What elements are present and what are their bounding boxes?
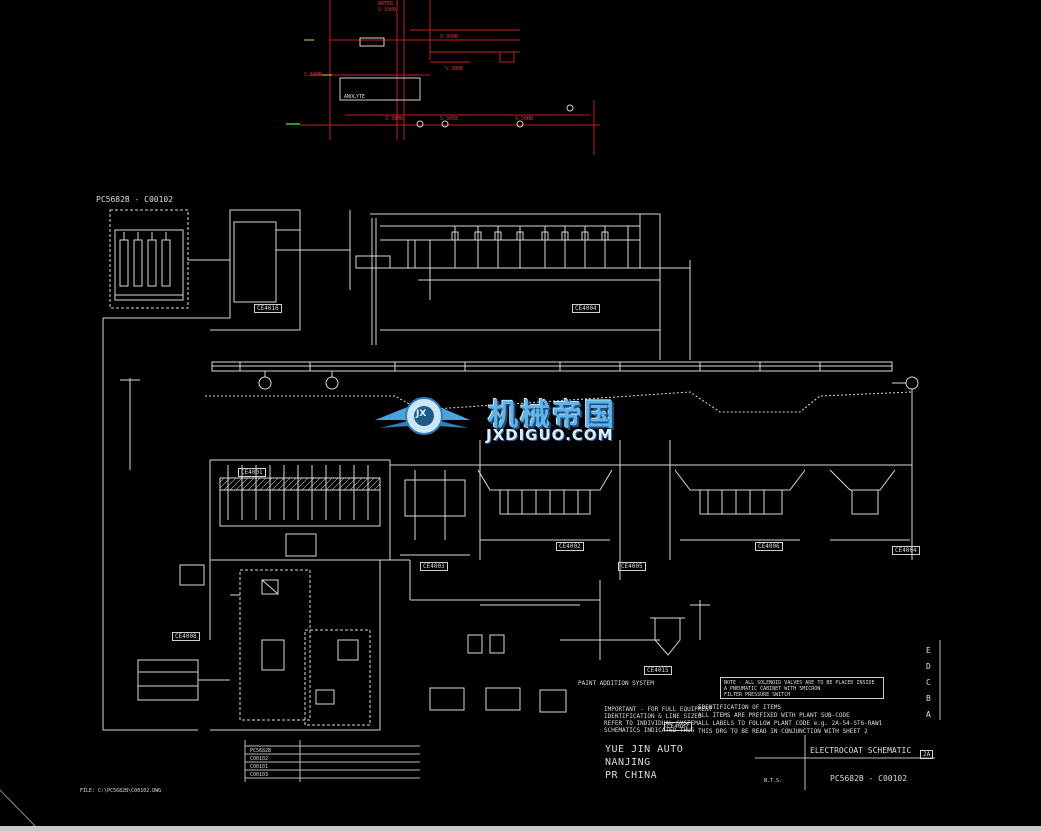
rev-letter: A — [926, 710, 931, 719]
scale-label: N.T.S. — [764, 778, 783, 784]
zone-label: CE4004 — [892, 546, 920, 555]
drawing-number-bottom: PC5682B - C00102 — [830, 774, 908, 783]
zone-label: CE4001 — [238, 468, 266, 477]
zone-label: CE4007 — [664, 722, 692, 731]
sheet-title: ELECTROCOAT SCHEMATIC — [810, 746, 912, 755]
top-label: S-30HB — [440, 34, 459, 40]
zone-label: CE4002 — [556, 542, 584, 551]
paint-system-label: PAINT ADDITION SYSTEM — [578, 680, 654, 687]
zone-label: CE4008 — [172, 632, 200, 641]
paint-addition-system — [429, 580, 710, 713]
top-label: S-3058 — [440, 116, 459, 122]
identification-note: ALL ITEMS ARE PREFIXED WITH PLANT SUB-CO… — [698, 712, 850, 719]
upper-schematic — [102, 209, 691, 731]
legend-row: C00101 — [250, 764, 269, 770]
note-box-line: NOTE - ALL SOLENOID VALVES ARE TO BE PLA… — [724, 680, 875, 686]
lower-left-systems — [137, 533, 600, 731]
zone-label: CE4015 — [644, 666, 672, 675]
important-note: IMPORTANT - FOR FULL EQUIPMENT — [604, 706, 713, 713]
identification-note: THIS DRG TO BE READ IN CONJUNCTION WITH … — [698, 728, 868, 735]
top-label: ANOLYTE — [344, 94, 366, 100]
title-block-lines — [0, 640, 941, 831]
top-label: WATER — [378, 1, 394, 7]
top-label: S-50HB — [515, 116, 534, 122]
rev-letter: D — [926, 662, 931, 671]
sheet-rev: 2A — [920, 750, 934, 759]
legend-row: C00102 — [250, 756, 269, 762]
watermark-emblem-letters: JX — [416, 409, 427, 419]
legend-row: PC5682B — [250, 748, 272, 754]
process-sections — [209, 440, 912, 580]
drawing-number-top: PC5682B - C00102 — [96, 195, 174, 204]
zone-label: CE4005 — [618, 562, 646, 571]
legend-row: C00103 — [250, 772, 269, 778]
top-label: S-1989 — [378, 7, 397, 13]
company-country: PR CHINA — [605, 770, 658, 781]
zone-label: CE4003 — [420, 562, 448, 571]
important-note: IDENTIFICATION & LINE SIZES — [604, 713, 702, 720]
rev-letter: B — [926, 694, 931, 703]
zone-label: CE4004 — [572, 304, 600, 313]
identification-note: IDENTIFICATION OF ITEMS — [698, 704, 782, 711]
heater-block — [109, 209, 189, 309]
company-city: NANJING — [605, 757, 651, 768]
top-label: S-50HB — [304, 72, 323, 78]
top-label: S-30HB — [445, 66, 464, 72]
company-name: YUE JIN AUTO — [605, 744, 684, 755]
window-bottom-edge — [0, 826, 1041, 831]
note-box — [720, 677, 884, 699]
main-header-bar — [120, 361, 919, 560]
rev-letter: C — [926, 678, 931, 687]
note-box-line: FILTER PRESSURE SWITCH — [724, 692, 791, 698]
zone-label: CE4006 — [755, 542, 783, 551]
important-note: SCHEMATICS INDICATED THUS — [604, 727, 695, 734]
watermark-title: 机械帝国 — [488, 398, 616, 433]
note-box-line: A PNEUMATIC CABINET WITH 5MICRON — [724, 686, 821, 692]
identification-note: ALL LABELS TO FOLLOW PLANT CODE e.g. 2A-… — [698, 720, 883, 727]
important-note: REFER TO INDIVIDUAL SYSTEM — [604, 720, 698, 727]
rev-letter: E — [926, 646, 931, 655]
top-label: S-30MB — [385, 116, 404, 122]
watermark-url: JXDIGUO.COM — [486, 426, 614, 444]
top-pipework-detail — [286, 0, 600, 155]
zone-label: CE4016 — [254, 304, 282, 313]
file-path: FILE: C:\PC5682B\C00102.DWG — [80, 788, 162, 794]
watermark-emblem — [375, 397, 470, 435]
